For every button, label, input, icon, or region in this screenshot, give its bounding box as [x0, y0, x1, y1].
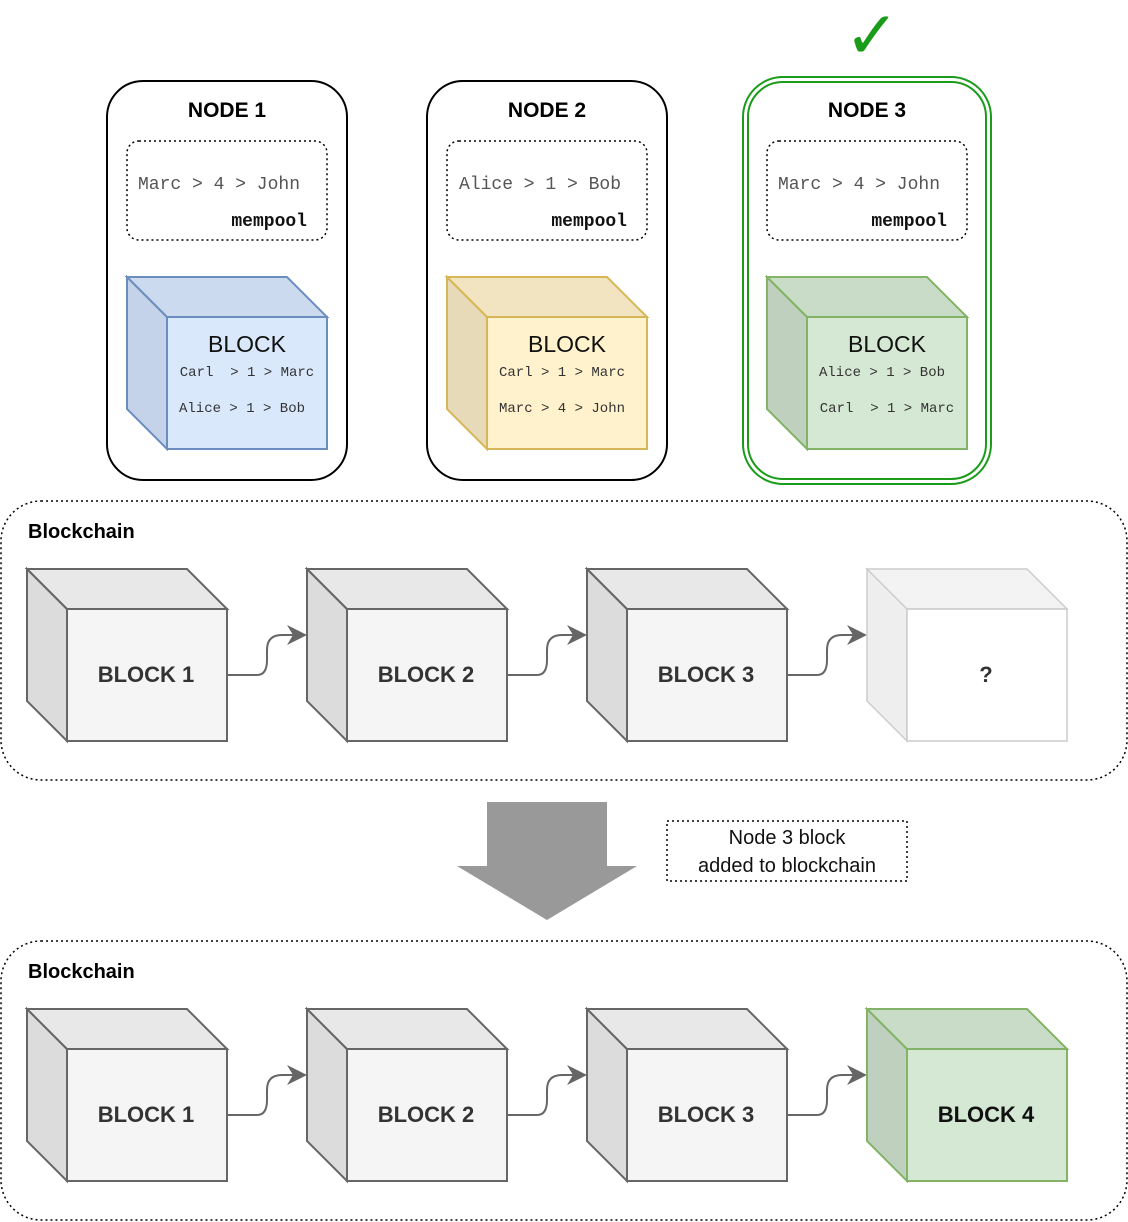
- chain-before-block-1: BLOCK 1: [24, 566, 230, 744]
- node-2-block-title: BLOCK: [528, 331, 607, 357]
- node-1-mempool-tx: Marc > 4 > John: [138, 175, 300, 195]
- node-3-block-tx-2: Carl > 1 > Marc: [820, 401, 954, 417]
- chain-after-block-1-label: BLOCK 1: [98, 1102, 195, 1127]
- node-1-block-tx-1: Carl > 1 > Marc: [180, 365, 314, 381]
- chain-before-block-pending-label: ?: [979, 662, 992, 687]
- chain-after-block-3-label: BLOCK 3: [658, 1102, 755, 1127]
- chain-before-block-2: BLOCK 2: [304, 566, 510, 744]
- chain-after-block-4-label: BLOCK 4: [938, 1102, 1035, 1127]
- node-3-block-tx-1: Alice > 1 > Bob: [819, 365, 945, 381]
- node-3-title: NODE 3: [828, 99, 906, 122]
- blockchain-before-label: Blockchain: [28, 521, 135, 543]
- chain-after-link-1: [227, 1065, 307, 1116]
- blockchain-after-label: Blockchain: [28, 961, 135, 983]
- node-1-block-title: BLOCK: [208, 331, 287, 357]
- down-arrow-icon: [457, 802, 637, 920]
- node-2-title: NODE 2: [508, 99, 586, 122]
- transition-note-box: [666, 820, 908, 882]
- node-2-mempool-label: mempool: [551, 212, 627, 232]
- transition-note-line-1: Node 3 block: [729, 827, 847, 849]
- node-1-block-tx-2: Alice > 1 > Bob: [179, 401, 305, 417]
- chain-after-block-3: BLOCK 3: [584, 1006, 790, 1184]
- chain-after-block-4: BLOCK 4: [864, 1006, 1070, 1184]
- node-2-block-tx-2: Marc > 4 > John: [499, 401, 625, 417]
- transition: Node 3 block added to blockchain: [457, 802, 908, 920]
- blockchain-before: Blockchain BLOCK 1 BLOCK 2 BLOCK 3 ?: [0, 500, 1128, 781]
- node-1-mempool-box: [126, 140, 328, 241]
- node-1-mempool-label: mempool: [231, 212, 307, 232]
- transition-note-line-2: added to blockchain: [698, 855, 876, 877]
- chain-after-link-2: [507, 1065, 587, 1116]
- node-1: NODE 1 Marc > 4 > John mempool BLOCK Car…: [106, 80, 348, 481]
- blockchain-after: Blockchain BLOCK 1 BLOCK 2 BLOCK 3 BLO: [0, 940, 1128, 1221]
- chain-before-block-1-label: BLOCK 1: [98, 662, 195, 687]
- node-2: NODE 2 Alice > 1 > Bob mempool BLOCK Car…: [426, 80, 668, 481]
- chain-before-block-pending: ?: [865, 567, 1069, 743]
- node-2-mempool-tx: Alice > 1 > Bob: [459, 175, 621, 195]
- node-3-mempool-tx: Marc > 4 > John: [778, 175, 940, 195]
- chain-before-block-3: BLOCK 3: [584, 566, 790, 744]
- node-2-block: BLOCK Carl > 1 > Marc Marc > 4 > John: [444, 274, 650, 452]
- chain-before-link-2: [507, 625, 587, 676]
- node-3-mempool-box: [766, 140, 968, 241]
- node-1-block: BLOCK Carl > 1 > Marc Alice > 1 > Bob: [124, 274, 330, 452]
- node-2-block-tx-1: Carl > 1 > Marc: [499, 365, 625, 381]
- chain-before-link-3: [787, 625, 867, 676]
- checkmark-icon: ✓: [844, 0, 899, 74]
- chain-before-link-1: [227, 625, 307, 676]
- chain-before-block-2-label: BLOCK 2: [378, 662, 475, 687]
- node-3-mempool-label: mempool: [871, 212, 947, 232]
- chain-after-block-2: BLOCK 2: [304, 1006, 510, 1184]
- chain-after-block-1: BLOCK 1: [24, 1006, 230, 1184]
- node-1-title: NODE 1: [188, 99, 267, 122]
- chain-before-block-3-label: BLOCK 3: [658, 662, 755, 687]
- node-3-block: BLOCK Alice > 1 > Bob Carl > 1 > Marc: [764, 274, 970, 452]
- node-3-block-title: BLOCK: [848, 331, 927, 357]
- chain-after-block-2-label: BLOCK 2: [378, 1102, 475, 1127]
- node-3: ✓ NODE 3 Marc > 4 > John mempool BLOCK A…: [742, 0, 992, 485]
- node-2-mempool-box: [446, 140, 648, 241]
- chain-after-link-3: [787, 1065, 867, 1116]
